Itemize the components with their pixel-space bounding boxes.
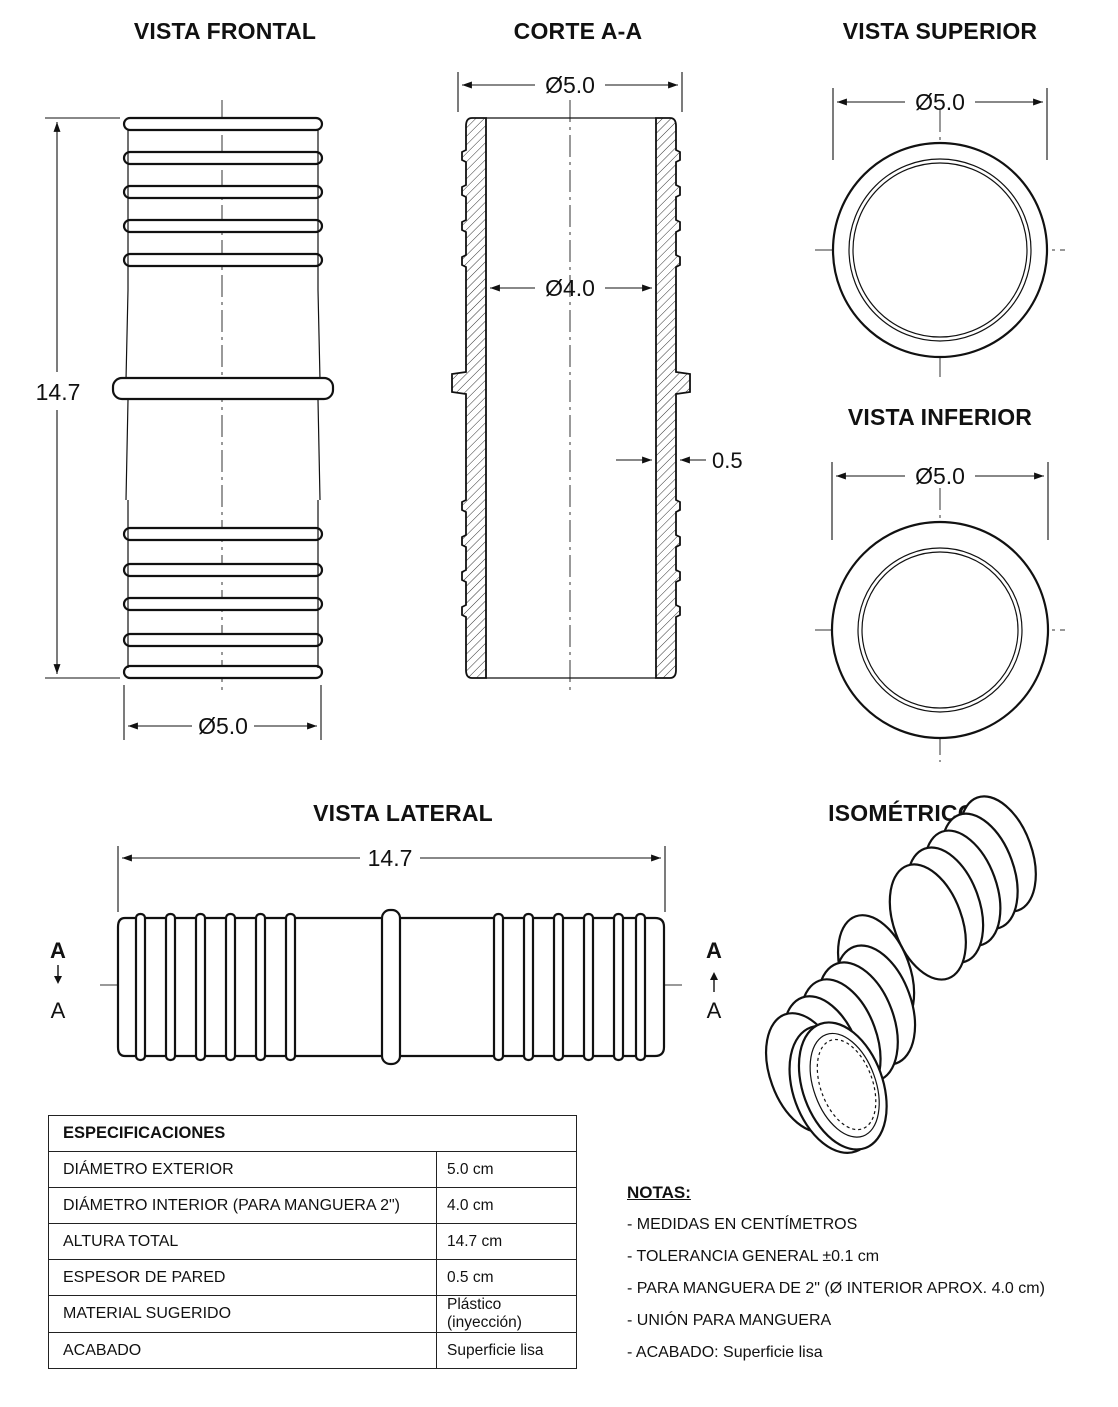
section-right-wall <box>655 117 691 679</box>
spec-value: 4.0 cm <box>436 1187 577 1224</box>
front-rib <box>122 526 324 542</box>
top-view-title: VISTA SUPERIOR <box>842 18 1038 44</box>
top-diameter-label: Ø5.0 <box>915 89 965 115</box>
side-rib <box>254 912 267 1062</box>
side-length-label: 14.7 <box>368 845 413 871</box>
spec-label: DIÁMETRO EXTERIOR <box>48 1151 437 1188</box>
spec-value: Plástico (inyección) <box>436 1295 577 1333</box>
section-marker-left-bottom: A <box>51 998 66 1023</box>
spec-value: 5.0 cm <box>436 1151 577 1188</box>
side-rib <box>582 912 595 1062</box>
side-rib <box>224 912 237 1062</box>
note-item: - MEDIDAS EN CENTÍMETROS <box>627 1216 858 1233</box>
notes-title: NOTAS: <box>627 1183 691 1202</box>
section-inner-diameter-label: Ø4.0 <box>545 275 595 301</box>
section-marker-right-bottom: A <box>707 998 722 1023</box>
iso-opening-inner <box>809 1032 880 1138</box>
notes-block: NOTAS: - MEDIDAS EN CENTÍMETROS - TOLERA… <box>627 1183 1045 1375</box>
note-item: - TOLERANCIA GENERAL ±0.1 cm <box>627 1248 880 1265</box>
front-height-label: 14.7 <box>36 379 81 405</box>
side-rib <box>612 912 625 1062</box>
side-rib <box>164 912 177 1062</box>
side-view-title: VISTA LATERAL <box>313 800 493 826</box>
front-center-collar <box>111 376 335 401</box>
note-item: - PARA MANGUERA DE 2" (Ø INTERIOR APROX.… <box>627 1280 1045 1297</box>
front-diameter-label: Ø5.0 <box>198 713 248 739</box>
bottom-view: Ø5.0 <box>815 462 1065 762</box>
front-rib <box>122 116 324 132</box>
iso-ring <box>888 863 967 981</box>
note-item: - UNIÓN PARA MANGUERA <box>627 1312 832 1329</box>
section-view-title: CORTE A-A <box>513 18 643 44</box>
spec-label: MATERIAL SUGERIDO <box>48 1295 437 1333</box>
isometric-view <box>765 795 1037 1154</box>
side-center-collar <box>380 908 402 1066</box>
section-wall-label: 0.5 <box>712 448 743 473</box>
front-rib <box>122 596 324 612</box>
front-rib <box>122 632 324 648</box>
front-ribs <box>122 116 324 680</box>
side-rib <box>634 912 647 1062</box>
front-rib <box>122 150 324 166</box>
iso-opening-outer <box>797 1021 888 1151</box>
table-row: DIÁMETRO INTERIOR (PARA MANGUERA 2")4.0 … <box>48 1187 577 1224</box>
top-view: Ø5.0 <box>815 88 1065 380</box>
specs-title: ESPECIFICACIONES <box>48 1115 577 1152</box>
section-marker-right-top: A <box>706 938 722 963</box>
bottom-diameter-label: Ø5.0 <box>915 463 965 489</box>
side-rib <box>522 912 535 1062</box>
side-rib <box>194 912 207 1062</box>
section-marker-left-top: A <box>50 938 66 963</box>
spec-label: ALTURA TOTAL <box>48 1223 437 1260</box>
front-rib <box>122 218 324 234</box>
section-left-wall <box>451 117 487 679</box>
side-rib <box>134 912 147 1062</box>
side-rib <box>284 912 297 1062</box>
front-rib <box>122 664 324 680</box>
section-outer-diameter-label: Ø5.0 <box>545 72 595 98</box>
front-view-title: VISTA FRONTAL <box>133 18 317 44</box>
side-rib <box>492 912 505 1062</box>
spec-value: 14.7 cm <box>436 1223 577 1260</box>
side-view: 14.7 A A A A <box>50 845 722 1066</box>
spec-label: ESPESOR DE PARED <box>48 1259 437 1296</box>
side-rib <box>552 912 565 1062</box>
front-view: 14.7 Ø5.0 <box>36 100 335 740</box>
spec-value: 0.5 cm <box>436 1259 577 1296</box>
side-ribs <box>134 912 647 1062</box>
bottom-view-title: VISTA INFERIOR <box>847 404 1033 430</box>
front-rib <box>122 562 324 578</box>
section-view: Ø5.0 Ø4.0 0.5 <box>451 72 743 690</box>
spec-label: DIÁMETRO INTERIOR (PARA MANGUERA 2") <box>48 1187 437 1224</box>
note-item: - ACABADO: Superficie lisa <box>627 1344 823 1361</box>
spec-value: Superficie lisa <box>436 1332 577 1369</box>
front-rib <box>122 252 324 268</box>
front-rib <box>122 184 324 200</box>
spec-label: ACABADO <box>48 1332 437 1369</box>
